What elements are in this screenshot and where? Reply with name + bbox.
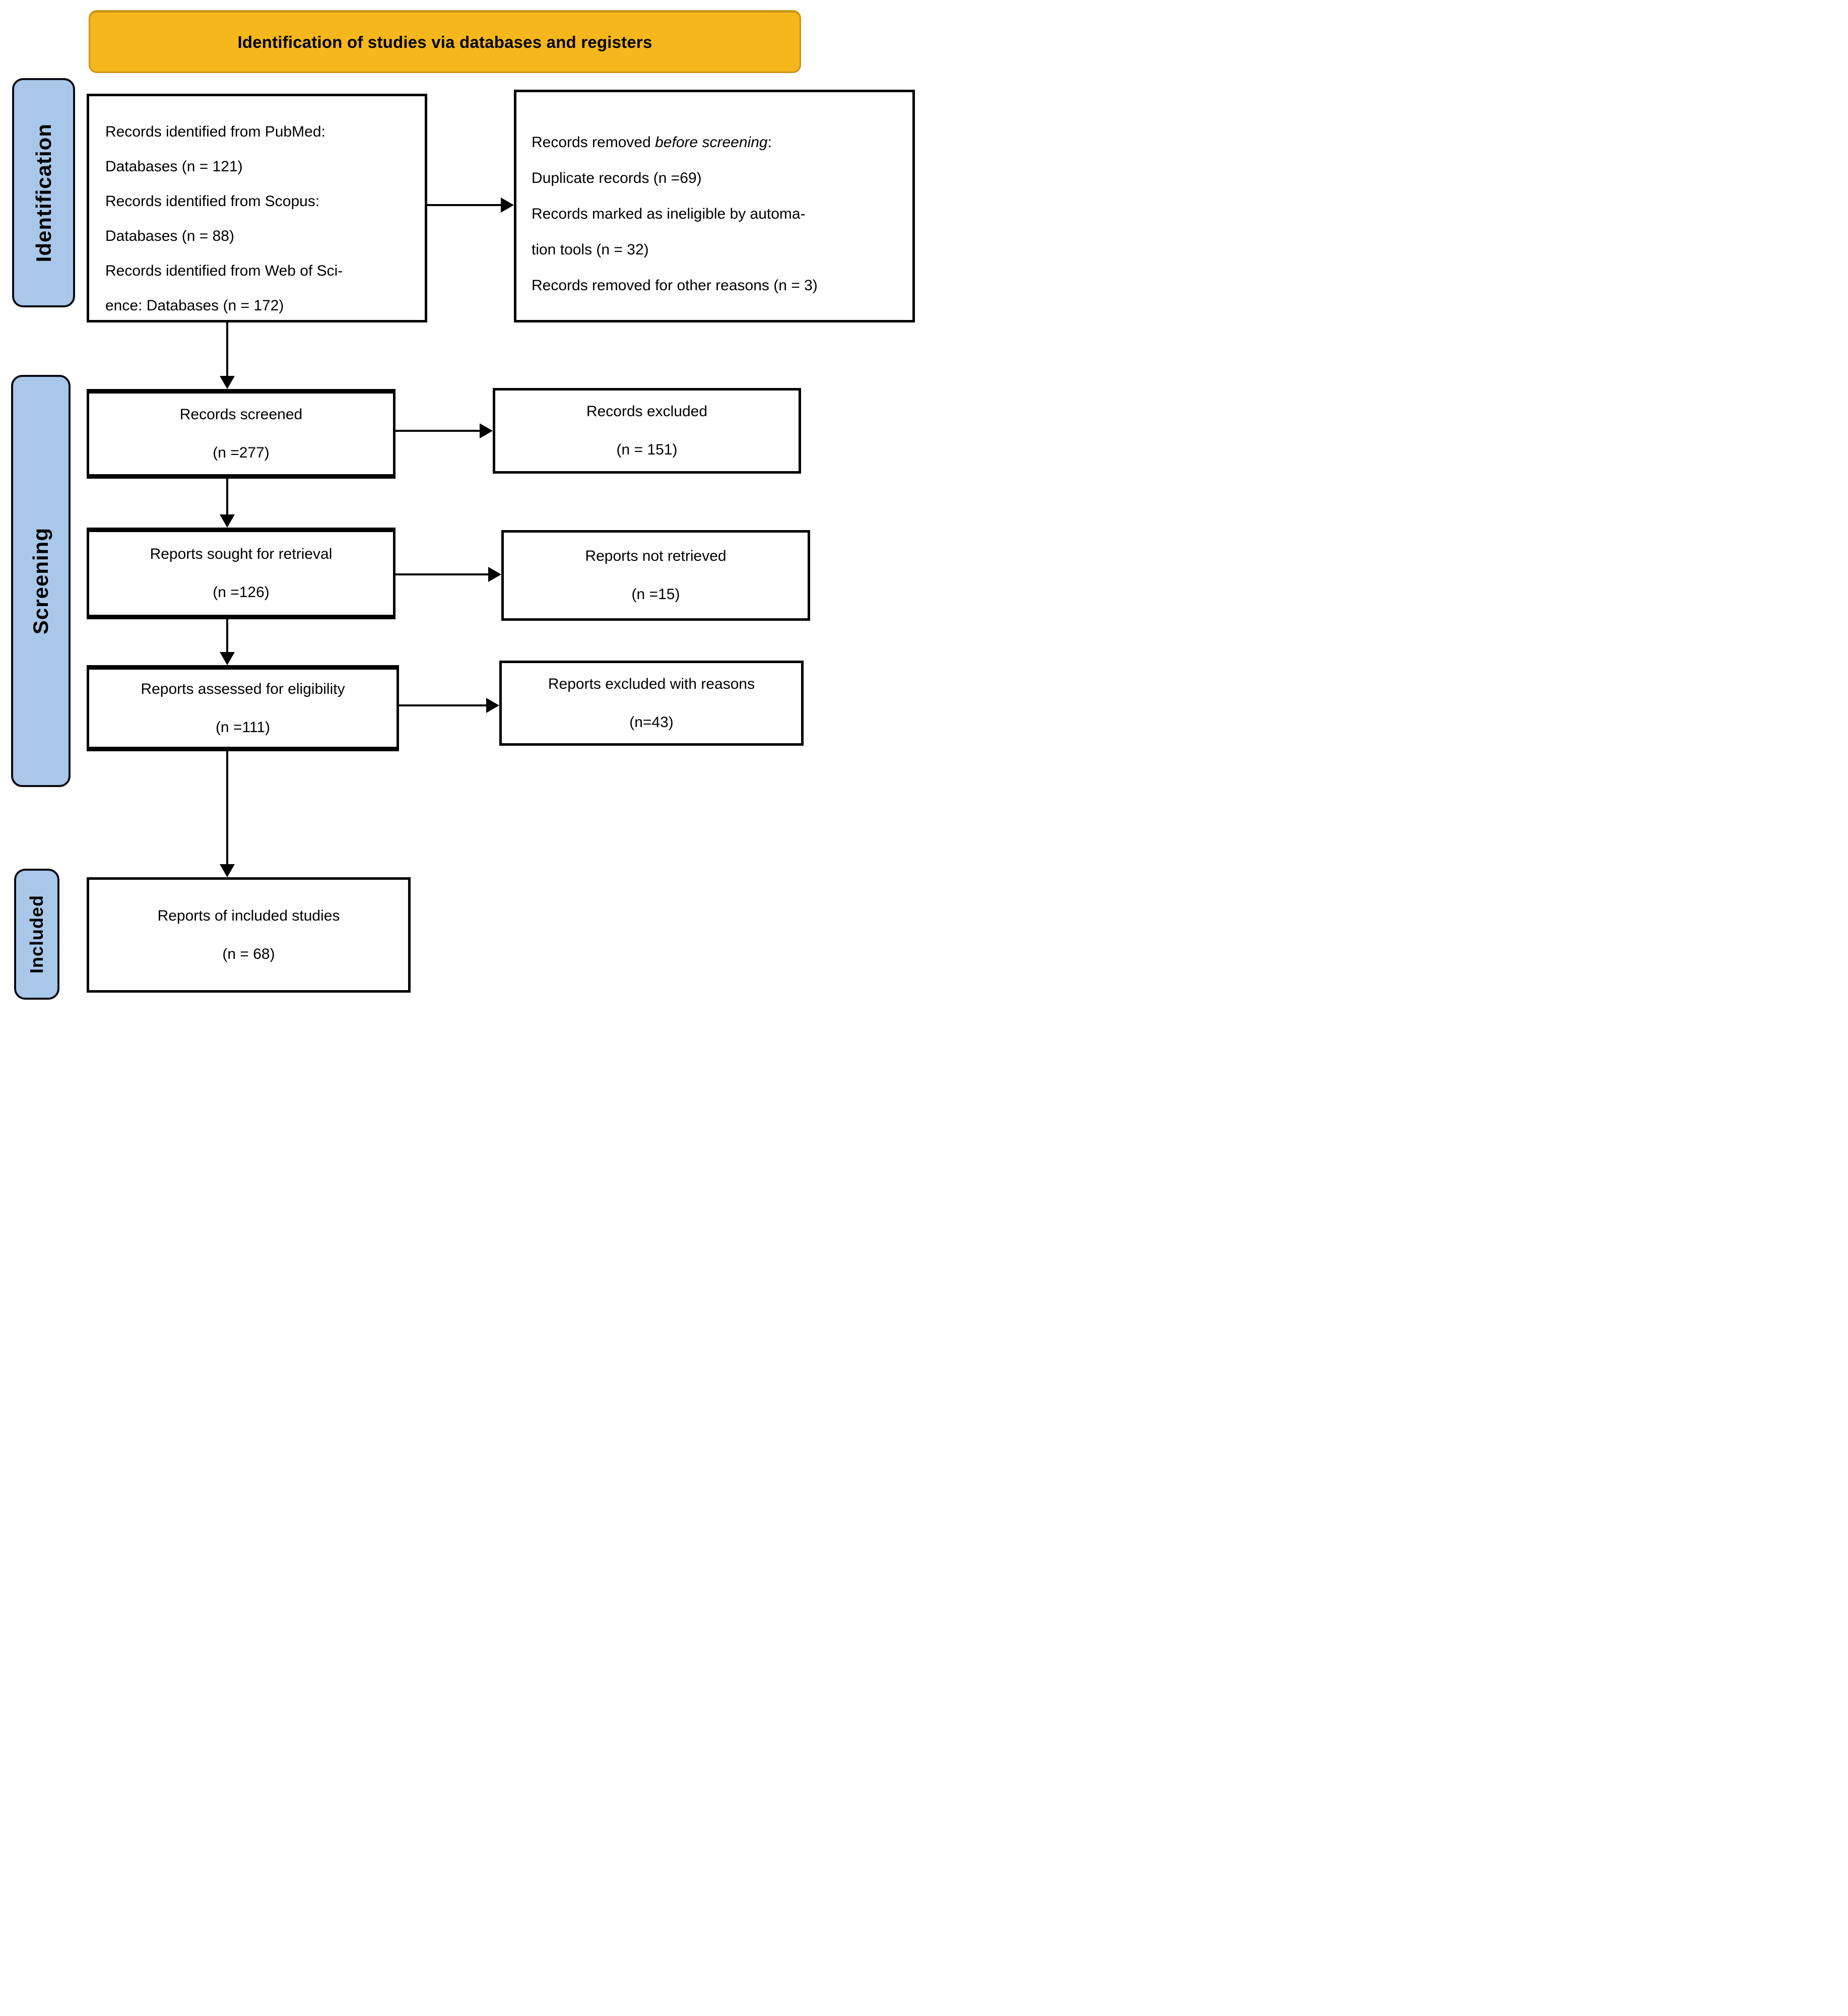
arrow-right-icon bbox=[501, 198, 514, 213]
records-removed-prefix: Records removed bbox=[532, 134, 655, 151]
reports-excluded-reasons-label: Reports excluded with reasons bbox=[548, 675, 755, 692]
records-identified-line: Records identified from PubMed: bbox=[105, 123, 325, 140]
records-removed-line: tion tools (n = 32) bbox=[532, 241, 649, 258]
records-identified-line: Records identified from Scopus: bbox=[105, 193, 320, 210]
banner-title: Identification of studies via databases … bbox=[237, 32, 652, 51]
box-records-screened: Records screened (n =277) bbox=[87, 389, 395, 479]
records-removed-italic: before screening bbox=[655, 134, 768, 151]
reports-not-retrieved-count: (n =15) bbox=[631, 586, 680, 603]
arrow-line-assessed-to-included bbox=[226, 751, 228, 864]
prisma-flow-diagram: Identification of studies via databases … bbox=[0, 0, 924, 1008]
records-identified-line: Databases (n = 121) bbox=[105, 158, 243, 175]
reports-sought-count: (n =126) bbox=[213, 584, 270, 601]
reports-included-label: Reports of included studies bbox=[157, 907, 340, 924]
banner: Identification of studies via databases … bbox=[89, 10, 801, 73]
reports-excluded-reasons-count: (n=43) bbox=[629, 713, 674, 731]
records-excluded-label: Records excluded bbox=[586, 403, 708, 420]
records-screened-count: (n =277) bbox=[213, 444, 270, 461]
records-identified-line: Databases (n = 88) bbox=[105, 228, 234, 244]
box-reports-assessed: Reports assessed for eligibility (n =111… bbox=[87, 665, 399, 751]
arrow-down-icon bbox=[220, 514, 235, 528]
arrow-right-icon bbox=[486, 698, 499, 713]
stage-label-identification: Identification bbox=[31, 123, 55, 263]
records-removed-heading: Records removed before screening: bbox=[532, 124, 904, 160]
records-identified-line: Records identified from Web of Sci- bbox=[105, 263, 343, 279]
reports-assessed-label: Reports assessed for eligibility bbox=[141, 680, 345, 697]
arrow-right-icon bbox=[488, 567, 501, 582]
arrow-line-assessed-to-excludedreasons bbox=[399, 704, 486, 706]
records-excluded-count: (n = 151) bbox=[616, 441, 678, 458]
arrow-down-icon bbox=[220, 864, 235, 877]
arrow-line-screened-to-excluded bbox=[395, 430, 480, 432]
box-records-identified: Records identified from PubMed: Database… bbox=[87, 94, 427, 322]
reports-assessed-count: (n =111) bbox=[215, 719, 271, 736]
stage-bar-identification: Identification bbox=[12, 78, 75, 307]
box-reports-not-retrieved: Reports not retrieved (n =15) bbox=[501, 530, 810, 621]
box-records-removed: Records removed before screening: Duplic… bbox=[514, 90, 915, 322]
stage-label-included: Included bbox=[26, 894, 47, 973]
records-identified-line: ence: Databases (n = 172) bbox=[105, 297, 284, 314]
arrow-down-icon bbox=[220, 376, 235, 389]
reports-included-count: (n = 68) bbox=[222, 945, 275, 962]
records-removed-line: Duplicate records (n =69) bbox=[532, 170, 702, 186]
box-reports-excluded-reasons: Reports excluded with reasons (n=43) bbox=[499, 661, 804, 746]
box-records-excluded: Records excluded (n = 151) bbox=[493, 388, 801, 474]
stage-bar-included: Included bbox=[14, 869, 59, 1000]
records-removed-line: Records marked as ineligible by automa- bbox=[532, 206, 806, 222]
reports-sought-label: Reports sought for retrieval bbox=[150, 546, 333, 562]
arrow-down-icon bbox=[220, 652, 235, 665]
arrow-line-identified-to-screened bbox=[226, 322, 228, 376]
arrow-line-screened-to-sought bbox=[226, 479, 228, 514]
box-reports-sought: Reports sought for retrieval (n =126) bbox=[87, 528, 395, 619]
stage-bar-screening: Screening bbox=[11, 375, 71, 787]
box-reports-included: Reports of included studies (n = 68) bbox=[87, 877, 411, 993]
reports-not-retrieved-label: Reports not retrieved bbox=[585, 548, 727, 564]
arrow-right-icon bbox=[480, 423, 493, 438]
records-removed-line: Records removed for other reasons (n = 3… bbox=[532, 277, 818, 294]
stage-label-screening: Screening bbox=[29, 527, 52, 635]
records-screened-label: Records screened bbox=[179, 406, 303, 423]
records-removed-suffix: : bbox=[767, 134, 772, 151]
arrow-line-sought-to-assessed bbox=[226, 619, 228, 652]
arrow-line-sought-to-notretrieved bbox=[395, 573, 488, 575]
arrow-line-identified-to-removed bbox=[427, 204, 501, 206]
